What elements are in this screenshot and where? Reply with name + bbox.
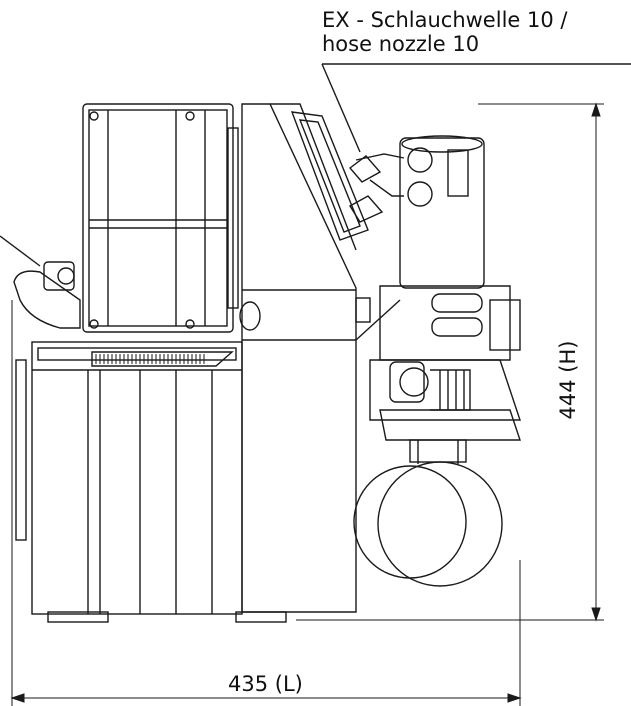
callout-label-line2: hose nozzle 10	[322, 32, 480, 56]
central-column	[239, 103, 371, 613]
length-dimension	[10, 300, 522, 706]
handle	[0, 235, 81, 329]
round-flask	[353, 439, 503, 587]
motor-housing	[82, 103, 239, 333]
callout-label-line1: EX - Schlauchwelle 10 /	[322, 8, 568, 32]
vacuum-pump	[348, 135, 521, 441]
base-cabinet	[15, 341, 287, 623]
callout-leader	[321, 63, 631, 153]
height-dimension	[296, 102, 604, 622]
grille	[95, 354, 205, 364]
height-dimension-label: 444 (H)	[556, 340, 580, 420]
length-dimension-label: 435 (L)	[228, 672, 303, 696]
